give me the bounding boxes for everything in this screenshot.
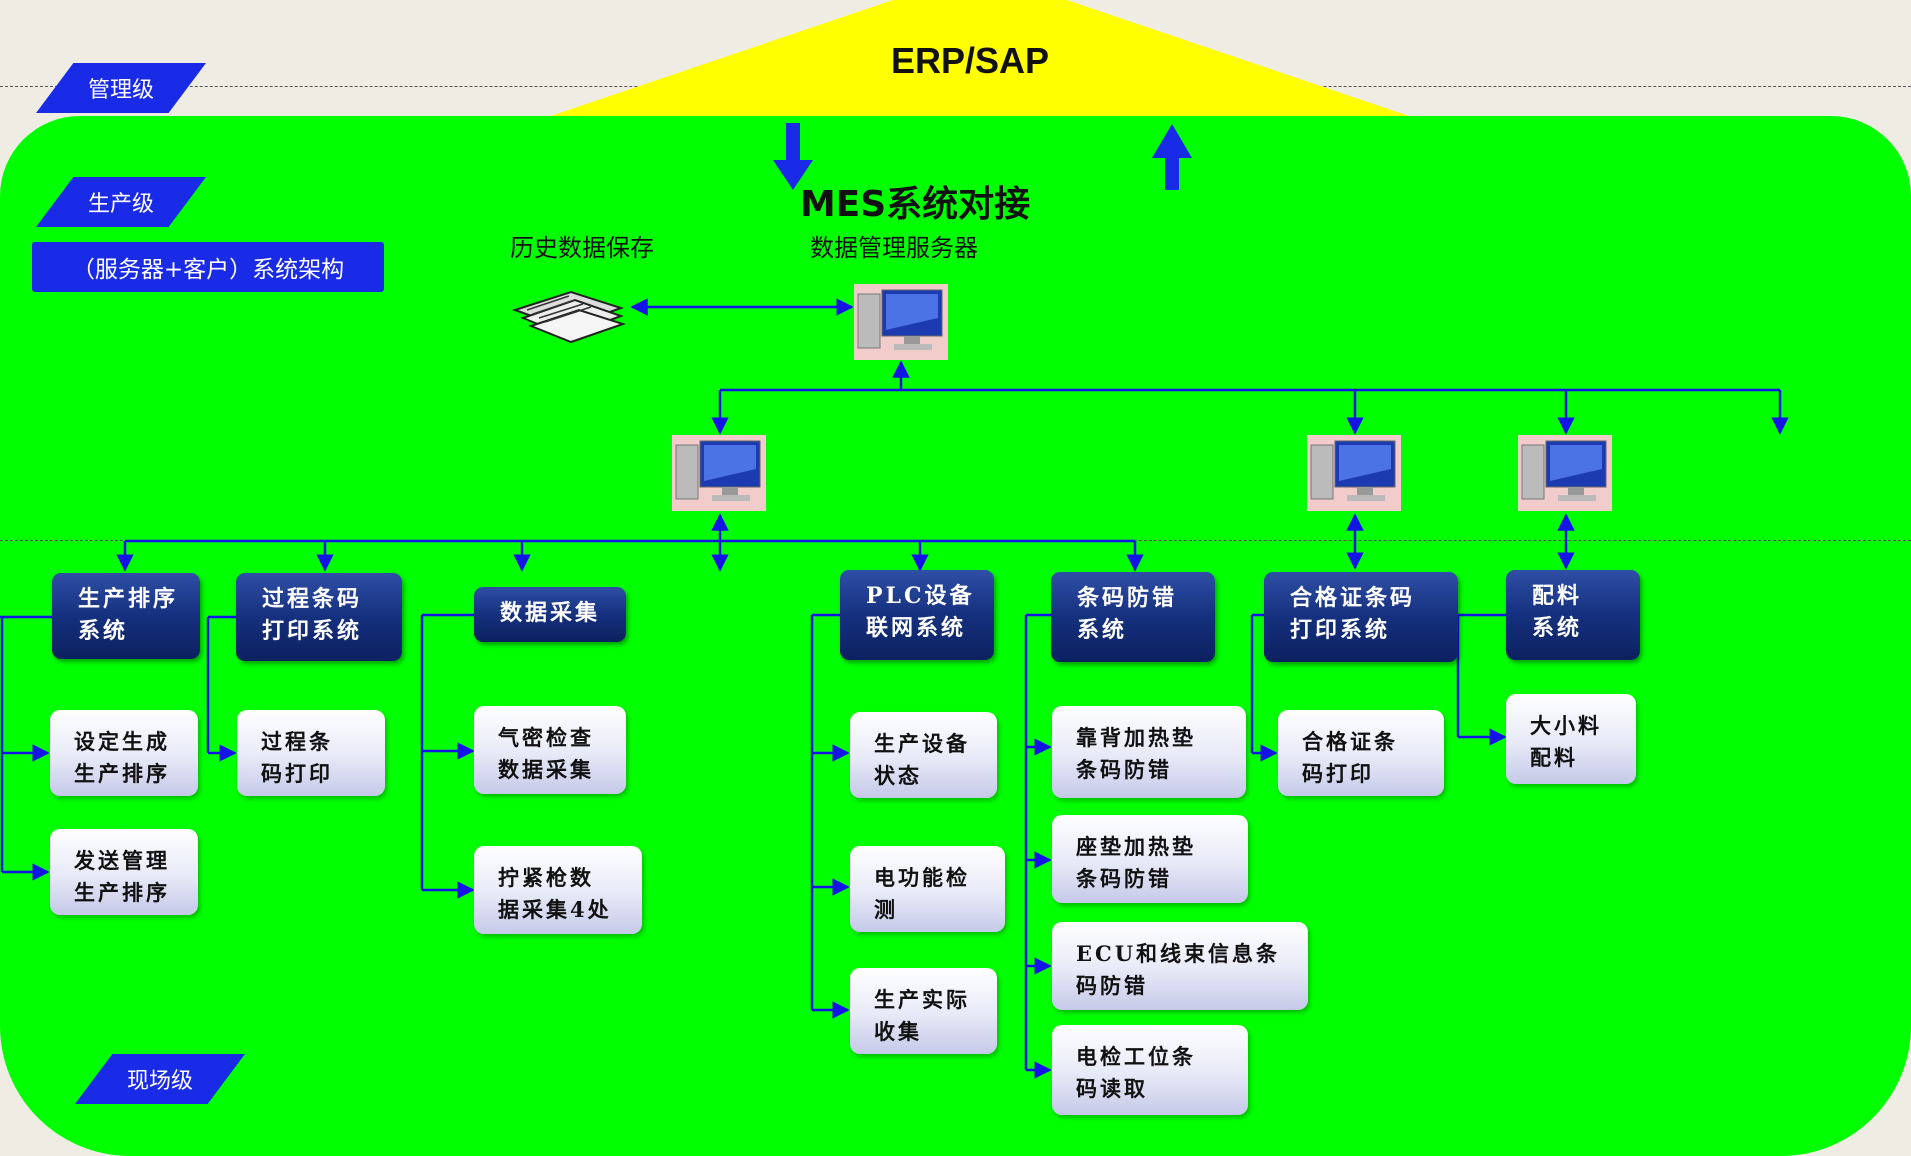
system-box-kitting[interactable]: 配料系统 (1506, 570, 1640, 660)
erp-label: ERP/SAP (890, 40, 1050, 81)
history-label: 历史数据保存 (510, 234, 654, 262)
system-box-process-barcode[interactable]: 过程条码打印系统 (236, 573, 402, 661)
subsystem-box-data-collection[interactable]: 拧紧枪数据采集4处 (474, 846, 642, 934)
subsystem-box-process-barcode[interactable]: 过程条码打印 (237, 710, 385, 796)
subsystem-box-barcode-check[interactable]: 电检工位条码读取 (1052, 1025, 1248, 1115)
system-box-barcode-check[interactable]: 条码防错系统 (1051, 572, 1215, 662)
mes-title: MES系统对接 (799, 184, 1031, 225)
client-computer-icon[interactable] (672, 435, 766, 511)
storage-disk-icon (505, 270, 627, 344)
system-box-certificate[interactable]: 合格证条码打印系统 (1264, 572, 1458, 662)
system-box-plc[interactable]: PLC设备联网系统 (840, 570, 994, 660)
client-computer-icon[interactable] (1518, 435, 1612, 511)
subsystem-box-kitting[interactable]: 大小料配料 (1506, 694, 1636, 784)
subsystem-box-barcode-check[interactable]: 靠背加热垫条码防错 (1052, 706, 1246, 798)
subsystem-box-plc[interactable]: 电功能检测 (850, 846, 1005, 932)
field-level-divider (0, 540, 1911, 541)
management-level-tag: 管理级 (36, 63, 206, 113)
server-computer-icon[interactable] (854, 284, 948, 360)
subsystem-box-barcode-check[interactable]: 座垫加热垫条码防错 (1052, 815, 1248, 903)
subsystem-box-certificate[interactable]: 合格证条码打印 (1278, 710, 1444, 796)
subsystem-box-scheduling[interactable]: 发送管理生产排序 (50, 829, 198, 915)
subsystem-box-scheduling[interactable]: 设定生成生产排序 (50, 710, 198, 796)
server-label: 数据管理服务器 (810, 234, 978, 262)
system-box-data-collection[interactable]: 数据采集 (474, 587, 626, 642)
subsystem-box-plc[interactable]: 生产设备状态 (850, 712, 997, 798)
subsystem-box-barcode-check[interactable]: ECU和线束信息条码防错 (1052, 922, 1308, 1010)
client-computer-icon[interactable] (1307, 435, 1401, 511)
system-box-scheduling[interactable]: 生产排序系统 (52, 573, 200, 659)
subsystem-box-plc[interactable]: 生产实际收集 (850, 968, 997, 1054)
architecture-tag: （服务器+客户）系统架构 (32, 242, 384, 292)
subsystem-box-data-collection[interactable]: 气密检查数据采集 (474, 706, 626, 794)
